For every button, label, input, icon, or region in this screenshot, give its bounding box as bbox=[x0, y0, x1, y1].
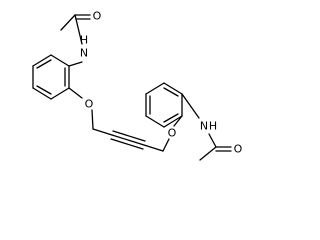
oxygen-atom-carbonyl-left: O bbox=[93, 10, 102, 23]
bond-ring-left-1 bbox=[50, 54, 70, 67]
oxygen-atom-carbonyl-right: O bbox=[234, 143, 243, 156]
bond-ch2-alkyne-left bbox=[92, 128, 113, 136]
hydrogen-label-left: H bbox=[80, 34, 88, 47]
bond-oxygen-ch2-left bbox=[91, 109, 94, 130]
bond-methyl-carbonyl-left bbox=[60, 14, 76, 31]
hydrogen-label-right: H bbox=[209, 120, 217, 133]
bond-ring-left-inner-1 bbox=[36, 59, 52, 69]
bond-alkyne-ch2-right bbox=[143, 144, 164, 152]
bond-oxygen-ring-right bbox=[173, 115, 183, 127]
bond-triple-b bbox=[112, 130, 146, 142]
bond-carbonyl-nitrogen-left bbox=[74, 14, 83, 45]
bond-ring-right-inner-1 bbox=[163, 87, 179, 97]
bond-ring-left-4 bbox=[32, 87, 52, 100]
bond-ring-right-6 bbox=[163, 115, 183, 128]
oxygen-atom-ether-right: O bbox=[168, 127, 177, 140]
bond-triple-a bbox=[111, 134, 145, 146]
bonds bbox=[32, 14, 232, 161]
bond-ring-nitrogen-right bbox=[181, 93, 200, 119]
bond-nitrogen-carbonyl-right bbox=[208, 133, 217, 148]
atom-labels: O H N O O N H O bbox=[80, 10, 243, 156]
nitrogen-atom-left: N bbox=[80, 47, 88, 60]
bond-ring-right-inner-3 bbox=[163, 113, 179, 123]
chemical-structure: O H N O O N H O bbox=[32, 10, 243, 161]
bond-ring-oxygen-left bbox=[68, 87, 83, 99]
bond-carbonyl-methyl-right bbox=[199, 146, 217, 161]
bond-nitrogen-ring-left bbox=[68, 61, 83, 67]
oxygen-atom-ether-left: O bbox=[85, 98, 94, 111]
nitrogen-atom-right: N bbox=[200, 120, 208, 133]
bond-triple-c bbox=[110, 138, 144, 150]
bond-ring-right-3 bbox=[145, 82, 165, 95]
bond-ring-left-2 bbox=[32, 54, 52, 67]
bond-ring-left-5 bbox=[50, 87, 70, 100]
bond-ring-right-2 bbox=[163, 82, 183, 95]
bond-ring-left-inner-2 bbox=[36, 85, 52, 95]
bond-ch2-oxygen-right bbox=[162, 138, 170, 152]
bond-ring-right-5 bbox=[145, 115, 165, 128]
